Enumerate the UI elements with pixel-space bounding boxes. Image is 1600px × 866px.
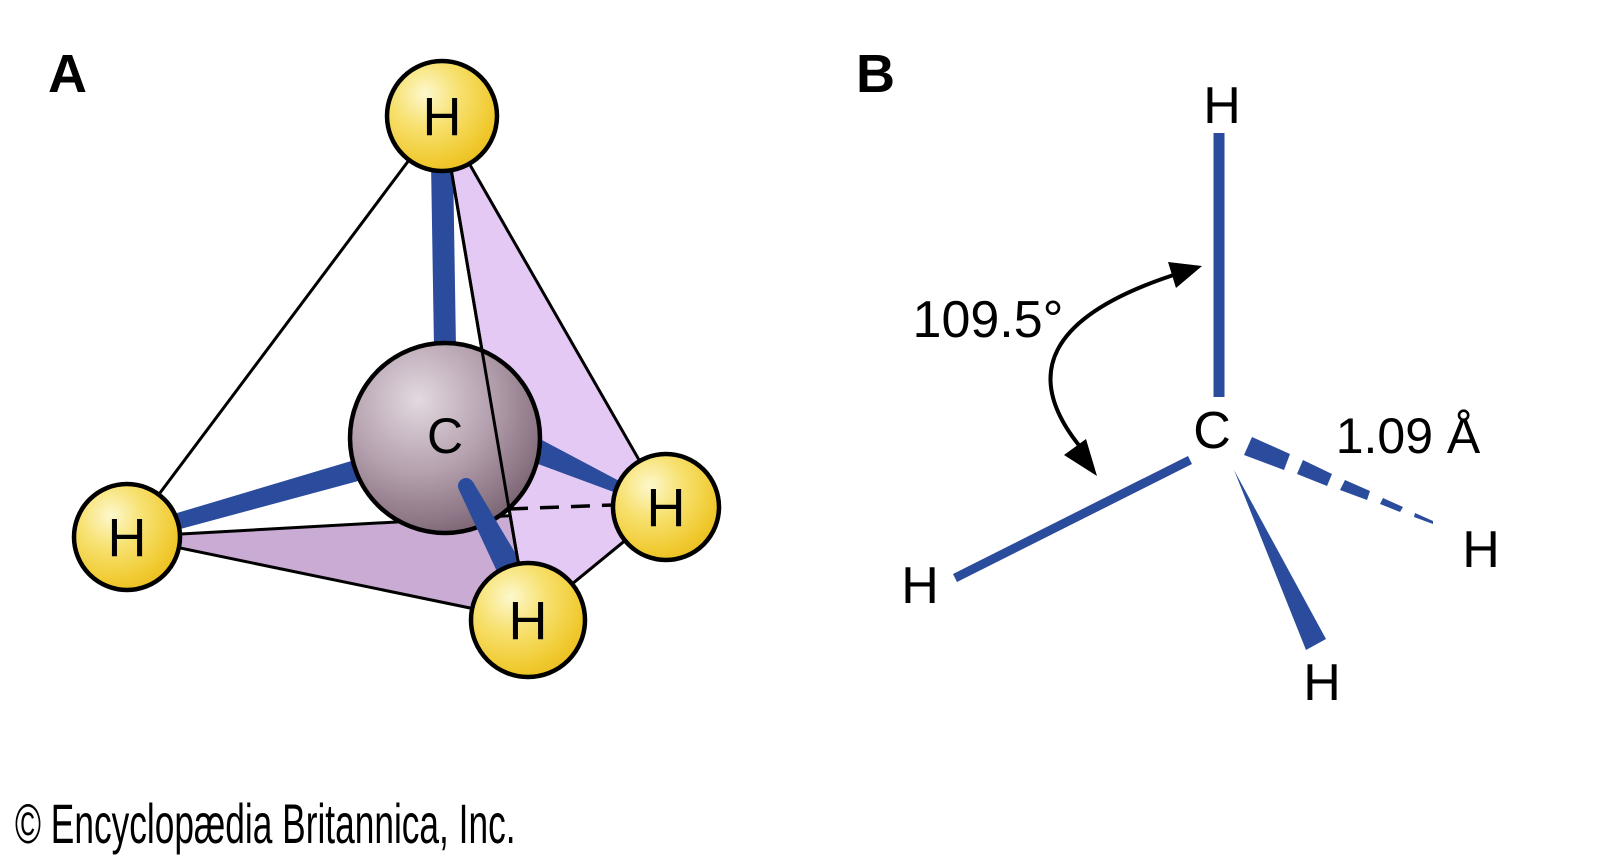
carbon-atom-sphere: [347, 340, 543, 536]
bond-c-h-left: [173, 456, 368, 531]
bond-angle-arrow: [1048, 262, 1202, 476]
hydrogen-atom-left: [71, 481, 183, 593]
b-hydrogen-label-top: H: [1203, 77, 1241, 135]
b-hydrogen-label-right: H: [1462, 521, 1500, 579]
tetrahedron-edge-top-bottom: [440, 115, 530, 621]
bond-length-value: 1.09 Å: [1336, 408, 1481, 464]
dash-segment: [1297, 460, 1332, 486]
b-carbon-label: C: [1193, 402, 1231, 460]
bond-b-c-h-left: [952, 455, 1193, 583]
dash-segment: [1414, 513, 1433, 524]
bond-c-h-top: [431, 162, 456, 348]
tetrahedron-edge-hidden-dashed: [508, 503, 614, 511]
panel-b-label: B: [856, 44, 895, 104]
bond-b-c-h-top: [1213, 133, 1225, 397]
hydrogen-label-bottom: H: [509, 591, 548, 651]
bond-c-h-right: [530, 439, 642, 501]
hydrogen-label-left: H: [108, 508, 147, 568]
carbon-label: C: [427, 408, 463, 464]
hydrogen-atom-bottom: [468, 560, 588, 680]
dash-segment: [1244, 437, 1290, 470]
bond-c-h-bottom: [459, 482, 523, 578]
hydrogen-label-top: H: [423, 87, 462, 147]
bond-b-c-h-wedge: [1234, 470, 1326, 650]
panel-a: A H H: [48, 44, 722, 680]
tetrahedron-edge-top-left: [125, 115, 444, 538]
panel-b: B H H H H: [856, 44, 1500, 712]
dash-segment: [1340, 480, 1370, 500]
bond-angle-value: 109.5°: [913, 291, 1064, 349]
bond-b-c-h-dashed: [1244, 437, 1433, 524]
copyright-notice: © Encyclopædia Britannica, Inc.: [15, 793, 516, 855]
b-hydrogen-label-left: H: [901, 557, 939, 615]
angle-arrow-head-bottom: [1064, 439, 1097, 476]
hydrogen-atom-right: [610, 451, 722, 563]
b-hydrogen-label-bottom: H: [1303, 654, 1341, 712]
dash-segment: [1380, 498, 1403, 512]
panel-a-label: A: [48, 44, 87, 104]
angle-arrow-arc: [1048, 270, 1184, 458]
hydrogen-label-right: H: [647, 478, 686, 538]
angle-arrow-head-top: [1168, 262, 1202, 288]
hydrogen-atom-top: [384, 58, 500, 174]
